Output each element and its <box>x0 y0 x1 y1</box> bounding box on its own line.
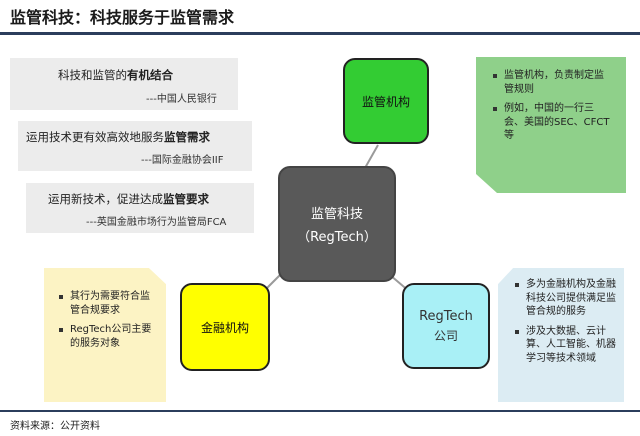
regtech-note: 多为金融机构及金融科技公司提供满足监管合规的服务 涉及大数据、云计算、人工智能、… <box>498 268 624 402</box>
financial-node: 金融机构 <box>180 283 270 371</box>
regtech-company-node: RegTech 公司 <box>402 283 490 369</box>
financial-note-item: RegTech公司主要的服务对象 <box>58 323 156 350</box>
quote-pboc-source: ---中国人民银行 <box>146 94 217 105</box>
footer-divider <box>0 410 640 412</box>
quote-fca-source: ---英国金融市场行为监管局FCA <box>86 217 227 228</box>
financial-note-item: 其行为需要符合监管合规要求 <box>58 290 156 317</box>
regtech-center-node: 监管科技 （RegTech） <box>278 166 396 282</box>
regulators-note-item: 监管机构，负责制定监管规则 <box>492 69 610 96</box>
regulators-note: 监管机构，负责制定监管规则 例如，中国的一行三会、美国的SEC、CFCT等 <box>476 57 626 193</box>
quote-iif-text: 运用技术更有效高效地服务 <box>26 130 164 144</box>
quote-fca: 运用新技术，促进达成监管要求 ---英国金融市场行为监管局FCA <box>26 183 254 233</box>
regtech-note-item: 多为金融机构及金融科技公司提供满足监管合规的服务 <box>514 278 618 319</box>
financial-note: 其行为需要符合监管合规要求 RegTech公司主要的服务对象 <box>44 268 166 402</box>
connector-regulators <box>364 144 379 169</box>
regulators-node-label: 监管机构 <box>361 94 410 109</box>
center-node-line2: （RegTech） <box>297 230 377 245</box>
regtech-note-item: 涉及大数据、云计算、人工智能、机器学习等技术领域 <box>514 325 618 366</box>
title-divider <box>0 32 640 35</box>
regtech-company-node-line2: 公司 <box>433 328 458 343</box>
page-title: 监管科技：科技服务于监管需求 <box>10 8 235 27</box>
center-node-line1: 监管科技 <box>310 207 363 222</box>
source-footer: 资料来源：公开资料 <box>10 421 100 432</box>
regulators-node: 监管机构 <box>343 58 429 144</box>
quote-fca-text: 运用新技术，促进达成 <box>48 192 163 206</box>
quote-iif-source: ---国际金融协会IIF <box>141 155 224 166</box>
quote-iif-bold: 监管需求 <box>164 130 210 144</box>
regulators-note-item: 例如，中国的一行三会、美国的SEC、CFCT等 <box>492 102 610 143</box>
quote-pboc: 科技和监管的有机结合 ---中国人民银行 <box>10 58 238 110</box>
quote-fca-bold: 监管要求 <box>163 192 209 206</box>
quote-pboc-text: 科技和监管的 <box>58 68 127 82</box>
regtech-company-node-line1: RegTech <box>419 308 473 324</box>
financial-node-label: 金融机构 <box>200 320 249 335</box>
quote-iif: 运用技术更有效高效地服务监管需求 ---国际金融协会IIF <box>18 121 252 171</box>
quote-pboc-bold: 有机结合 <box>127 68 173 82</box>
